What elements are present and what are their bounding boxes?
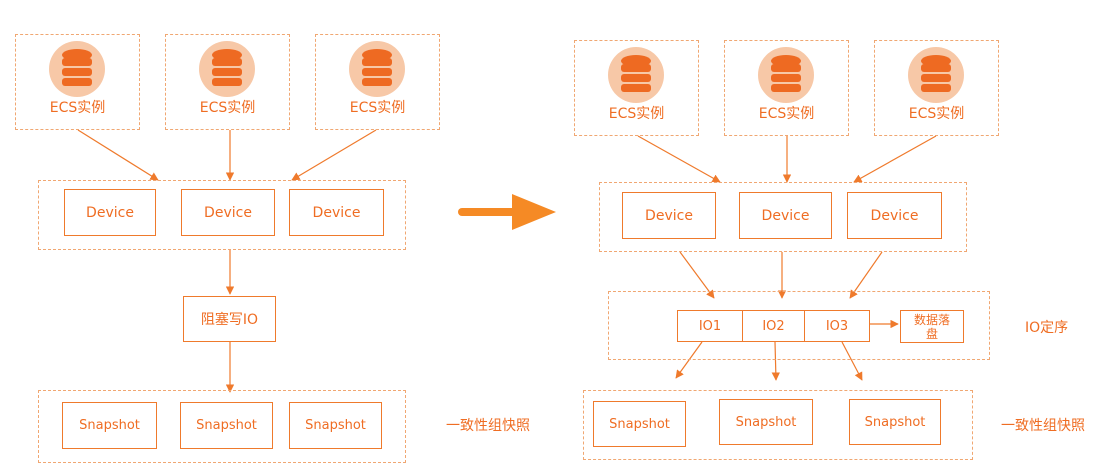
database-icon [349, 41, 405, 97]
io-box: IO2 [742, 310, 805, 342]
ecs-instance-panel [874, 40, 999, 136]
arrow-r-ecs3-devices [853, 135, 937, 183]
database-icon [199, 41, 255, 97]
database-icon [608, 47, 664, 103]
ecs-instance-label: ECS实例 [199, 100, 256, 116]
ecs-instance-label: ECS实例 [908, 106, 965, 122]
device-box: Device [64, 189, 156, 236]
device-group [38, 180, 406, 250]
database-icon [758, 47, 814, 103]
snapshot-group [583, 390, 973, 460]
ecs-instance-label: ECS实例 [49, 100, 106, 116]
arrow-io3-snap3 [841, 341, 863, 381]
ecs-instance-label: ECS实例 [608, 106, 665, 122]
arrow-ecs3-devices [291, 129, 377, 181]
snapshot-box: Snapshot [593, 401, 686, 447]
snapshot-box: Snapshot [62, 402, 157, 449]
arrow-r-ecs1-devices [637, 135, 721, 183]
snapshot-box: Snapshot [849, 399, 941, 445]
consistency-group-snapshot-label: 一致性组快照 [446, 418, 530, 434]
arrow-device1-io1 [679, 251, 715, 299]
device-box: Device [622, 192, 716, 239]
ecs-instance-panel [574, 40, 699, 136]
io-box: IO3 [804, 310, 870, 342]
ecs-instance-panel [165, 34, 290, 130]
io-box: IO1 [677, 310, 743, 342]
ecs-instance-label: ECS实例 [349, 100, 406, 116]
snapshot-box: Snapshot [180, 402, 273, 449]
data-persist-box: 数据落盘 [900, 310, 964, 343]
snapshot-group [38, 390, 406, 463]
device-box: Device [181, 189, 275, 236]
snapshot-box: Snapshot [289, 402, 382, 449]
device-box: Device [847, 192, 942, 239]
database-icon [908, 47, 964, 103]
ecs-instance-panel [15, 34, 140, 130]
arrow-right-icon [458, 194, 556, 230]
consistency-group-snapshot-label: 一致性组快照 [1001, 418, 1085, 434]
database-icon [49, 41, 105, 97]
device-box: Device [289, 189, 384, 236]
device-box: Device [739, 192, 832, 239]
io-ordering-label: IO定序 [1025, 320, 1069, 336]
blocking-write-io-box: 阻塞写IO [183, 296, 276, 342]
ecs-instance-panel [315, 34, 440, 130]
arrow-ecs1-devices [77, 129, 159, 181]
arrow-io1-snap1 [675, 341, 703, 379]
ecs-instance-panel [724, 40, 849, 136]
arrow-io2-snap2 [771, 341, 780, 381]
io-ordering-group [608, 291, 990, 360]
arrow-device3-io3 [849, 251, 883, 299]
snapshot-box: Snapshot [719, 399, 813, 445]
device-group [599, 182, 967, 252]
ecs-instance-label: ECS实例 [758, 106, 815, 122]
